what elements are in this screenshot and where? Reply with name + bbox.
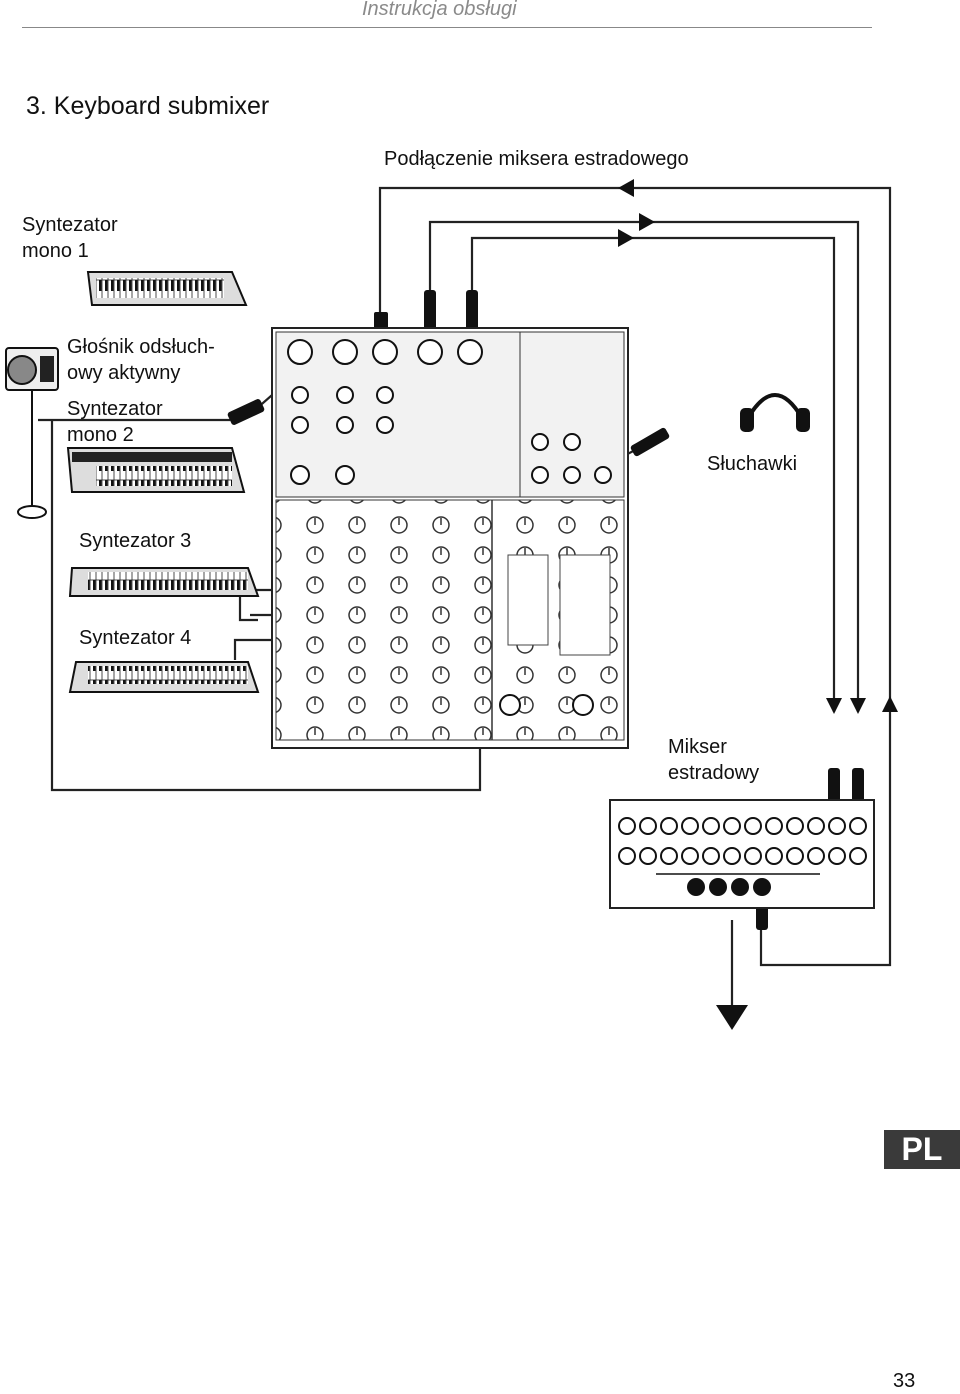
label-synth4: Syntezator 4: [79, 627, 192, 649]
label-synth3: Syntezator 3: [79, 530, 192, 552]
cable-to-stage-return: [378, 186, 892, 712]
label-monitor-speaker: Głośnik odsłuch- owy aktywny: [67, 336, 215, 384]
xlr-mic3: [372, 339, 398, 365]
plug-monitor: [227, 399, 265, 425]
arrows: [618, 179, 898, 1030]
plug-main-l: [424, 290, 436, 330]
arrow-left-top: [618, 179, 634, 197]
label-synth-mono1: Syntezator mono 1: [22, 214, 118, 262]
phones-jack: [594, 466, 612, 484]
xlr-mic2: [332, 339, 358, 365]
arrow-down-2: [850, 698, 866, 714]
synth-3: [68, 567, 260, 597]
arrow-right-2: [618, 229, 634, 247]
headphones-icon: [740, 393, 810, 432]
arrow-right-1: [639, 213, 655, 231]
label-stage-connection: Podłączenie miksera estradowego: [384, 148, 689, 170]
synth-mono-2: [66, 447, 246, 493]
section-title: 3. Keyboard submixer: [26, 92, 270, 120]
synth-mono-1: [86, 271, 248, 306]
arrow-up: [882, 696, 898, 712]
plug-main-r: [466, 290, 478, 330]
header-rule: [22, 27, 872, 28]
label-headphones: Słuchawki: [707, 453, 798, 475]
xlr-main-l: [417, 339, 443, 365]
arrow-down-big: [716, 1005, 748, 1030]
running-header: Instrukcja obsługi: [362, 0, 517, 20]
xlr-mic1: [287, 339, 313, 365]
stage-mixer-unit: [609, 799, 875, 909]
page-number: 33: [893, 1370, 916, 1392]
synth-4: [68, 661, 260, 693]
monitor-speaker: [5, 347, 59, 519]
mixer-unit: [271, 327, 629, 749]
label-synth-mono2: Syntezator mono 2: [67, 398, 163, 446]
cable-main-r: [470, 236, 836, 712]
plug-phones: [630, 427, 670, 457]
language-badge: PL: [884, 1130, 960, 1169]
arrow-down-1: [826, 698, 842, 714]
xlr-main-r: [457, 339, 483, 365]
label-stage-mixer: Mikser estradowy: [668, 736, 760, 784]
